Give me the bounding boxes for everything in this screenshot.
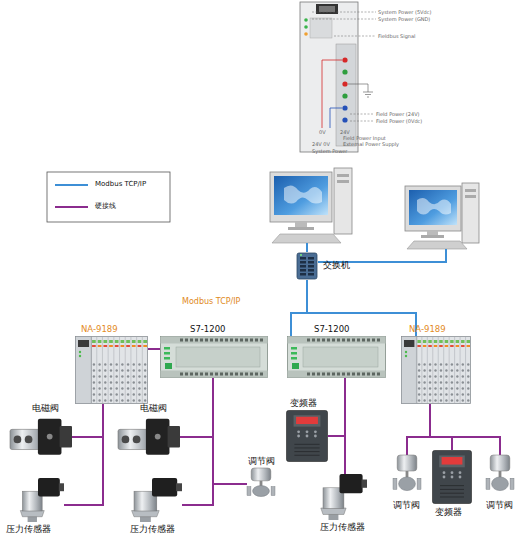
pressure-sensor: 压力传感器 <box>12 478 64 522</box>
hardwire-connector <box>72 404 103 437</box>
inverter: 变频器 <box>286 410 328 462</box>
node-label: S7-1200 <box>314 324 350 334</box>
node-label: 变频器 <box>435 507 462 517</box>
node-label: NA-9189 <box>409 324 446 334</box>
control-valve-icon <box>247 468 275 500</box>
signal-name: Fieldbus Signal <box>378 33 415 39</box>
hardwire-connector <box>64 404 103 505</box>
pressure-sensor-icon <box>12 478 64 522</box>
hardwire-connector <box>213 378 247 484</box>
bus-connector <box>307 280 416 336</box>
inverter: 变频器 <box>432 450 472 504</box>
plc-box: S7-1200 <box>160 336 268 378</box>
legend-frame <box>47 172 170 222</box>
solenoid-valve: 电磁阀 <box>118 414 180 462</box>
io-module: NA-9189 <box>401 336 471 404</box>
inverter-icon <box>286 410 328 462</box>
node-label: 调节阀 <box>486 500 513 510</box>
hardwire-connector <box>328 378 345 436</box>
legend-sample <box>55 206 88 208</box>
bus-connector <box>291 280 307 336</box>
node-label: 调节阀 <box>248 456 275 466</box>
node-label: 变频器 <box>290 398 317 408</box>
inverter-icon <box>432 450 472 504</box>
control-valve: 调节阀 <box>393 455 421 495</box>
signal-name: Field Power Input <box>343 135 386 141</box>
io-module-icon <box>401 336 471 404</box>
signal-name: System Power (GND) <box>378 16 430 22</box>
plc-box-icon <box>160 336 268 378</box>
signal-name: System Power (5Vdc) <box>378 9 431 15</box>
node-label: 调节阀 <box>393 500 420 510</box>
network-switch-icon <box>296 252 318 280</box>
hardwire-connector <box>430 404 500 455</box>
network-wire <box>306 243 308 252</box>
network-switch: 交换机 <box>296 252 318 280</box>
pressure-sensor: 压力传感器 <box>122 478 182 522</box>
signal-name: Field Power (0Vdc) <box>376 118 422 124</box>
signal-name: System Power <box>312 148 347 154</box>
terminal-name: 24V <box>340 129 350 135</box>
node-label: 电磁阀 <box>140 403 167 413</box>
node-label: 压力传感器 <box>6 524 51 534</box>
solenoid-valve-icon <box>10 414 72 462</box>
node-label: 压力传感器 <box>320 522 365 532</box>
node-label: NA-9189 <box>81 324 118 334</box>
terminal-name: 24V 0V <box>312 141 330 147</box>
node-label: 压力传感器 <box>130 524 175 534</box>
legend-sample <box>55 184 88 186</box>
pressure-sensor-icon <box>312 474 367 520</box>
computer <box>270 168 352 243</box>
solenoid-valve-icon <box>118 414 180 462</box>
legend-text: 硬接线 <box>95 202 116 211</box>
bus-connector <box>291 280 307 336</box>
io-module-icon <box>75 336 148 404</box>
signal-name: External Power Supply <box>343 141 399 147</box>
hardwire-connector <box>430 404 452 450</box>
io-module: NA-9189 <box>75 336 148 404</box>
plc-box-icon <box>287 336 386 378</box>
control-valve: 调节阀 <box>247 468 275 500</box>
hardwire-connector <box>180 378 213 437</box>
node-label: S7-1200 <box>190 324 226 334</box>
control-valve-icon <box>486 455 514 495</box>
pressure-sensor-icon <box>122 478 182 522</box>
hardwire-connector <box>344 378 346 474</box>
hardwire-connector <box>148 348 160 350</box>
hardwire-connector <box>407 404 430 455</box>
node-label: 交换机 <box>323 260 350 270</box>
pressure-sensor: 压力传感器 <box>312 474 367 520</box>
legend-text: Modbus TCP/IP <box>95 180 146 189</box>
module-illustration <box>300 2 376 152</box>
hardwire-connector <box>182 378 213 505</box>
terminal-name: 0V <box>319 129 326 135</box>
signal-name: Field Power (24V) <box>376 111 420 117</box>
control-valve: 调节阀 <box>486 455 514 495</box>
plc-box: S7-1200 <box>287 336 386 378</box>
computer <box>405 183 479 249</box>
network-label: Modbus TCP/IP <box>182 297 240 306</box>
solenoid-valve: 电磁阀 <box>10 414 72 462</box>
control-valve-icon <box>393 455 421 495</box>
node-label: 电磁阀 <box>32 403 59 413</box>
